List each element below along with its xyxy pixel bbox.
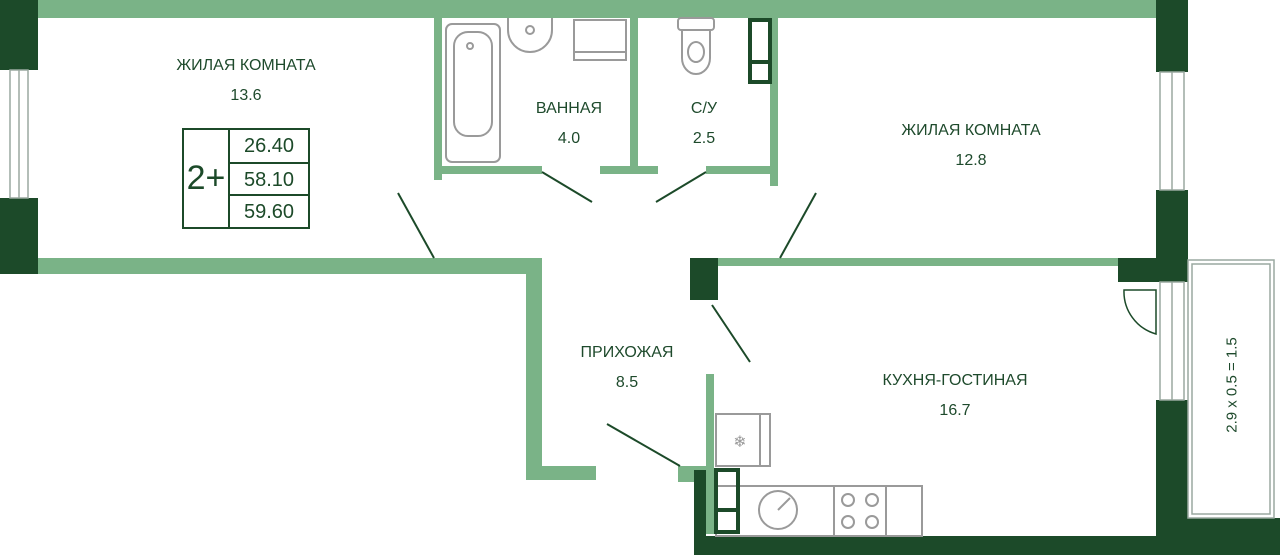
room-hallway: ПРИХОЖАЯ 8.5 [581, 343, 674, 393]
sink-icon [507, 18, 553, 53]
room-area: 8.5 [615, 374, 639, 391]
stove-icon [833, 485, 887, 537]
room-name: ЖИЛАЯ КОМНАТА [901, 122, 1041, 139]
wc-cabinet [748, 18, 772, 84]
room-bathroom: ВАННАЯ 4.0 [536, 99, 602, 149]
windows [9, 69, 1185, 401]
fridge-icon [715, 413, 771, 467]
room-area: 4.0 [557, 130, 581, 147]
kitchen-sink-icon [758, 490, 798, 530]
room-area: 13.6 [230, 87, 262, 104]
room-name: КУХНЯ-ГОСТИНАЯ [882, 372, 1028, 389]
room-name: С/У [690, 100, 718, 117]
room-area: 12.8 [955, 152, 987, 169]
kitchen-counter [715, 485, 923, 537]
total-area: 58.10 [230, 162, 308, 196]
bathtub-icon [445, 23, 501, 163]
room-wc: С/У 2.5 [691, 99, 717, 149]
room-kitchen-living: КУХНЯ-ГОСТИНАЯ 16.7 [882, 371, 1027, 421]
washer-icon [573, 19, 627, 61]
doors [397, 171, 1157, 467]
room-area: 2.5 [692, 130, 716, 147]
toilet-icon [677, 17, 715, 75]
room-living-2: ЖИЛАЯ КОМНАТА 12.8 [901, 121, 1040, 171]
area-with-balcony: 59.60 [230, 194, 308, 228]
area-summary: 2+ 26.40 58.10 59.60 [182, 128, 310, 229]
room-living-1: ЖИЛАЯ КОМНАТА 13.6 [176, 56, 315, 106]
balcony [1187, 259, 1275, 519]
kitchen-cabinet [714, 468, 740, 534]
room-count: 2+ [184, 130, 230, 227]
room-name: ПРИХОЖАЯ [580, 344, 674, 361]
snowflake-icon: ❄ [733, 432, 746, 451]
room-area: 16.7 [939, 402, 971, 419]
room-name: ЖИЛАЯ КОМНАТА [176, 57, 316, 74]
living-area: 26.40 [243, 135, 295, 157]
balcony-dimension: 2.9 х 0.5 = 1.5 [1223, 337, 1241, 433]
room-name: ВАННАЯ [535, 100, 603, 117]
